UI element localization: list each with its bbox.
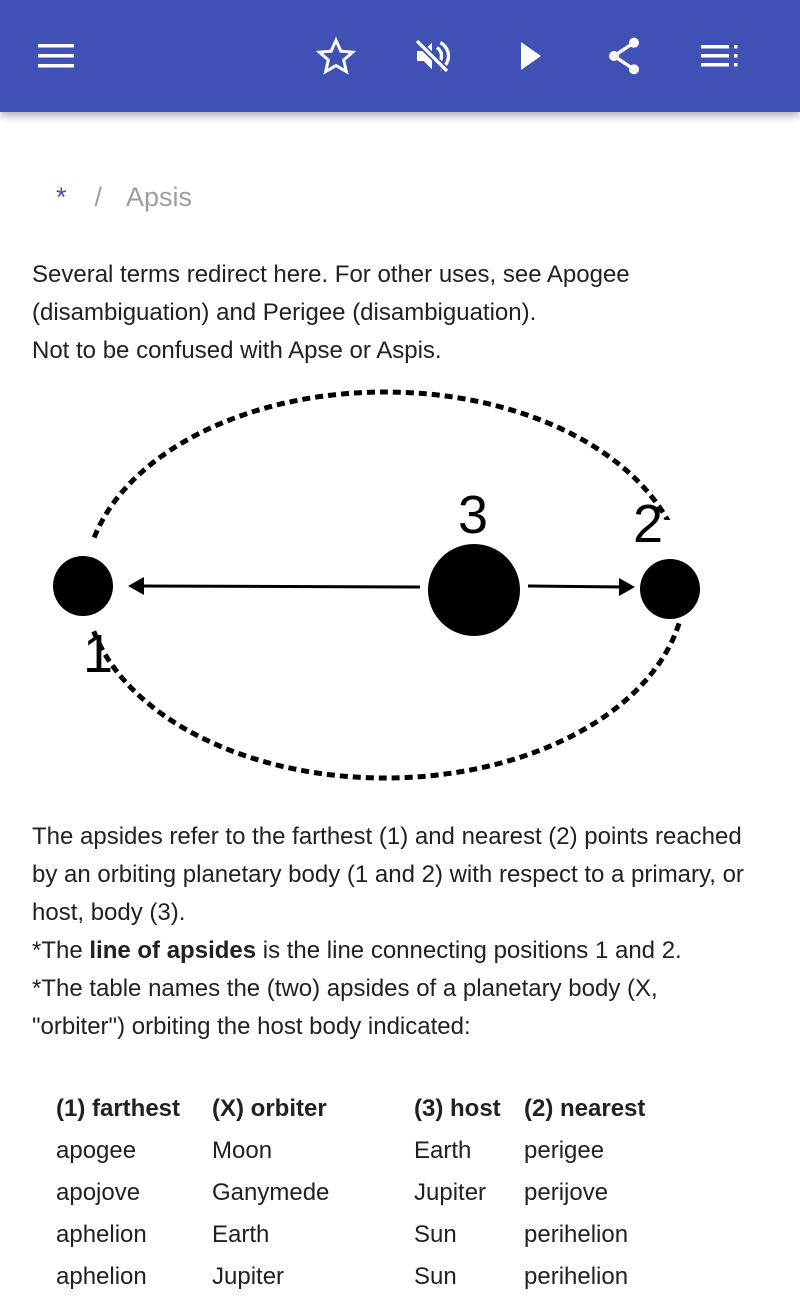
label-2: 2 (633, 494, 663, 554)
header-nearest: (2) nearest (524, 1095, 646, 1122)
line-of-apsides-left (134, 584, 421, 589)
hatnote-confusion: Not to be confused with Apse or Aspis. (32, 337, 442, 364)
apsis-diagram: 3 2 1 (50, 389, 700, 781)
label-3: 3 (458, 485, 488, 545)
cell: Jupiter (414, 1179, 487, 1206)
breadcrumb-current: Apsis (126, 182, 193, 212)
menu-icon[interactable] (32, 32, 80, 80)
share-icon[interactable] (600, 32, 648, 80)
breadcrumb-separator: / (94, 182, 103, 212)
header-host: (3) host (414, 1095, 501, 1122)
article-body: The apsides refer to the farthest (1) an… (32, 818, 752, 1046)
app-bar (0, 0, 800, 112)
text: *The (32, 937, 90, 964)
label-1: 1 (83, 624, 113, 684)
intro-paragraph: The apsides refer to the farthest (1) an… (32, 823, 744, 926)
volume-off-icon[interactable] (408, 32, 456, 80)
hatnote-redirect: Several terms redirect here. For other u… (32, 261, 630, 326)
line-of-apsides-right (527, 584, 626, 589)
host-body (428, 544, 520, 636)
cell: perigee (524, 1137, 605, 1164)
breadcrumb: * / Apsis (56, 182, 192, 213)
table-row: apojove Ganymede Jupiter perijove (46, 1172, 655, 1214)
cell: apogee (56, 1137, 137, 1164)
table-row: aphelion Jupiter Sun perihelion (46, 1256, 655, 1298)
table-header-row: (1) farthest (X) orbiter (3) host (2) ne… (46, 1088, 655, 1130)
bold-term: line of apsides (89, 937, 257, 964)
cell: perijove (524, 1179, 609, 1206)
cell: aphelion (56, 1221, 147, 1248)
cell: perihelion (524, 1263, 629, 1290)
cell: Jupiter (212, 1263, 285, 1290)
cell: apojove (56, 1179, 141, 1206)
text: is the line connecting positions 1 and 2… (256, 937, 682, 964)
table-intro-paragraph: *The table names the (two) apsides of a … (32, 975, 658, 1040)
hatnote: Several terms redirect here. For other u… (32, 256, 752, 370)
table-row: apogee Moon Earth perigee (46, 1130, 655, 1172)
apoapsis-body (53, 556, 113, 616)
cell: perihelion (524, 1221, 629, 1248)
playlist-icon[interactable] (696, 32, 744, 80)
cell: Earth (414, 1137, 472, 1164)
line-of-apsides-paragraph: *The line of apsides is the line connect… (32, 932, 752, 970)
cell: aphelion (56, 1263, 147, 1290)
header-farthest: (1) farthest (56, 1095, 181, 1122)
cell: Earth (212, 1221, 270, 1248)
header-orbiter: (X) orbiter (212, 1095, 327, 1122)
table-row: aphelion Earth Sun perihelion (46, 1214, 655, 1256)
cell: Ganymede (212, 1179, 330, 1206)
breadcrumb-root[interactable]: * (56, 182, 67, 212)
cell: Moon (212, 1137, 273, 1164)
apsides-table: (1) farthest (X) orbiter (3) host (2) ne… (46, 1088, 655, 1298)
periapsis-body (640, 559, 700, 619)
play-icon[interactable] (506, 32, 554, 80)
star-icon[interactable] (312, 32, 360, 80)
cell: Sun (414, 1263, 457, 1290)
cell: Sun (414, 1221, 457, 1248)
